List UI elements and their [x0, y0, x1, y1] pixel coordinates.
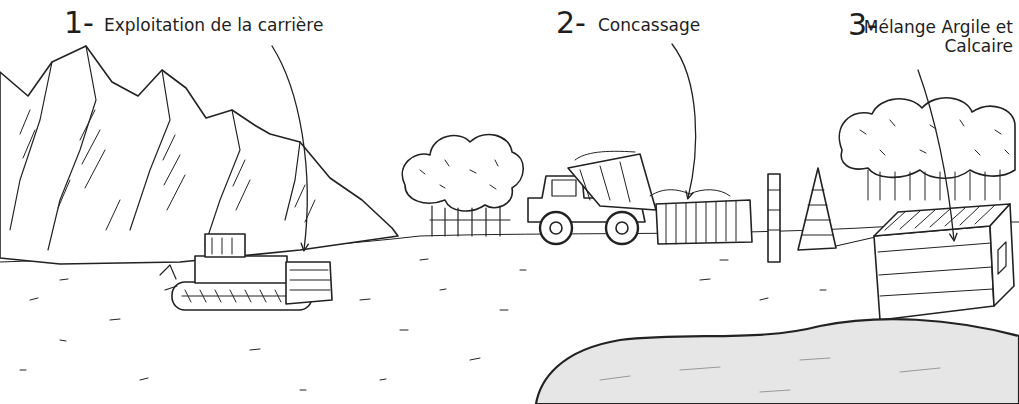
leader-line	[918, 70, 954, 240]
trees	[839, 98, 1015, 200]
crusher-enclosure	[650, 190, 752, 244]
callout-number: 2-	[556, 6, 586, 39]
pond	[536, 319, 1019, 404]
dump-truck	[528, 151, 656, 244]
tree	[402, 135, 523, 236]
bulldozer	[160, 234, 332, 310]
mountains	[0, 46, 398, 264]
mixing-building	[874, 204, 1014, 320]
step-label: Exploitation de la carrière	[104, 16, 323, 35]
step-label: Concassage	[598, 16, 700, 35]
callout-number: 1-	[64, 6, 94, 39]
leader-line	[672, 44, 696, 198]
leader-line	[272, 46, 307, 250]
step-label: Mélange Argile et Calcaire	[841, 18, 1013, 55]
water-marks	[600, 358, 940, 392]
leader-lines	[272, 44, 954, 250]
silo-tower	[768, 168, 880, 262]
